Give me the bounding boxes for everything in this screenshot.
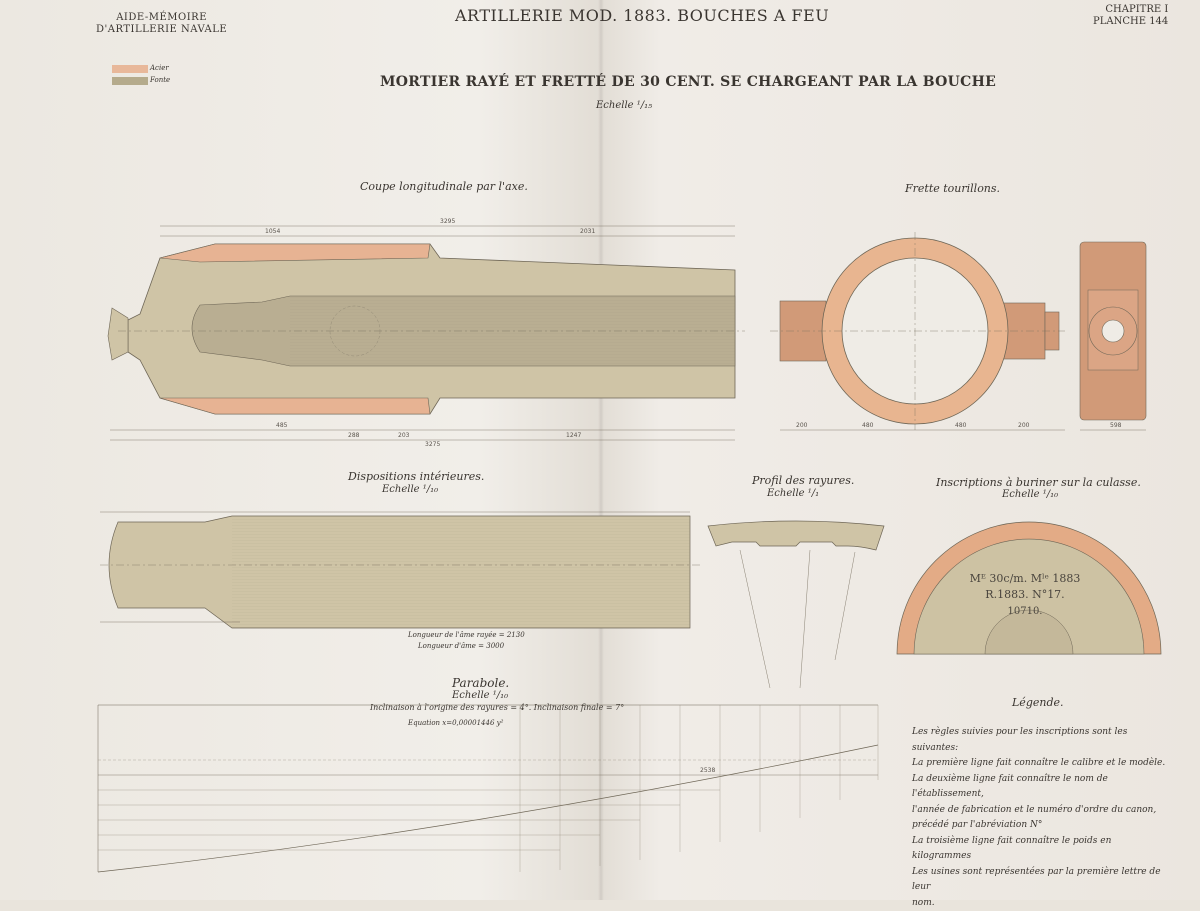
- dim-frette-a: 200: [796, 422, 808, 429]
- frette-side-hole: [1102, 320, 1124, 342]
- parabola-diagram: [98, 705, 878, 872]
- dim-top-total: 3295: [440, 218, 455, 225]
- dim-top-a: 1054: [265, 228, 280, 235]
- rifling-guide-2: [800, 550, 810, 688]
- interior-bore-view: [100, 512, 700, 628]
- dim-frette-c: 480: [955, 422, 967, 429]
- mortar-steel-hoop-bottom: [160, 398, 430, 414]
- rifling-profile: [708, 521, 884, 688]
- rifling-profile-section: [708, 521, 884, 550]
- dim-bottom-b: 288: [348, 432, 360, 439]
- rifling-guide-1: [740, 550, 770, 688]
- dim-parabole-length: 2538: [700, 767, 715, 774]
- dim-frette-b: 480: [862, 422, 874, 429]
- dim-top-b: 2031: [580, 228, 595, 235]
- bore-rifling-detail: [232, 516, 690, 628]
- dim-bottom-e: 203: [398, 432, 410, 439]
- inscription-line-2: R.1883. N°17.: [985, 588, 1064, 601]
- mortar-cascabel: [108, 308, 128, 360]
- dim-bottom-d: 1247: [566, 432, 581, 439]
- dim-bottom-c: 3275: [425, 441, 440, 448]
- inscription-line-3: 10710.: [1008, 606, 1043, 617]
- frette-tourillons: [770, 232, 1146, 430]
- rifling-guide-3: [835, 552, 855, 660]
- parabola-curve: [98, 745, 878, 872]
- mortar-longitudinal-section: [108, 226, 745, 440]
- dim-frette-d: 200: [1018, 422, 1030, 429]
- dim-bottom-a: 485: [276, 422, 288, 429]
- dim-frette-e: 598: [1110, 422, 1122, 429]
- inscription-line-1: Mᴱ 30c/m. Mˡᵉ 1883: [970, 572, 1081, 585]
